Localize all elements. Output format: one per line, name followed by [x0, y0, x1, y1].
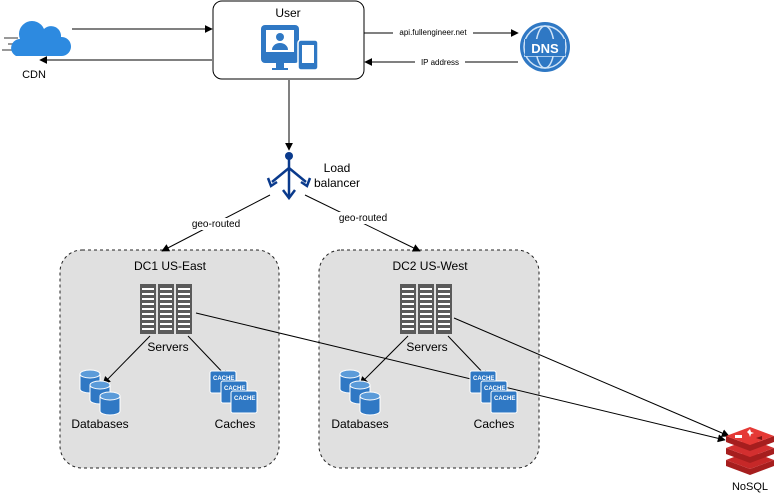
dc2-cache-icon[interactable]: CACHE CACHE CACHE [469, 370, 518, 414]
dc2-databases-label: Databases [331, 417, 388, 431]
dc1-caches-label: Caches [215, 417, 256, 431]
svg-text:CACHE: CACHE [213, 376, 234, 382]
edge-dc1-to-nosql [195, 312, 726, 443]
user-icon [261, 25, 319, 71]
load-balancer-label-line1: Load [324, 161, 351, 175]
edge-label-geo-right: geo-routed [339, 213, 387, 224]
edge-dc2-servers-to-db [359, 335, 409, 385]
load-balancer-icon[interactable] [266, 152, 312, 201]
edge-label-ip: IP address [421, 58, 459, 67]
dc2-caches-label: Caches [474, 417, 515, 431]
edge-label-geo-left: geo-routed [192, 219, 240, 230]
svg-text:CACHE: CACHE [494, 396, 515, 402]
user-label: User [275, 6, 300, 20]
svg-text:CACHE: CACHE [473, 376, 494, 382]
dc1-server-icon[interactable] [140, 284, 192, 334]
load-balancer-label-line2: balancer [314, 176, 360, 190]
dc2-servers-label: Servers [406, 340, 447, 354]
cdn-label: CDN [22, 69, 46, 81]
cdn-cloud-icon[interactable] [2, 21, 72, 57]
svg-text:CACHE: CACHE [484, 386, 505, 392]
svg-text:CACHE: CACHE [234, 396, 255, 402]
dns-globe-icon[interactable]: DNS [520, 22, 570, 72]
dc1-title: DC1 US-East [134, 259, 207, 273]
nosql-redis-icon[interactable] [726, 427, 774, 475]
nosql-label: NoSQL [732, 481, 768, 493]
dc2-title: DC2 US-West [392, 259, 468, 273]
dc1-container [59, 249, 280, 469]
svg-text:CACHE: CACHE [224, 386, 245, 392]
edge-dc1-servers-to-db [102, 335, 151, 385]
dc1-servers-label: Servers [147, 340, 188, 354]
dc1-cache-icon[interactable]: CACHE CACHE CACHE [209, 370, 258, 414]
edge-label-api: api.fullengineer.net [399, 28, 467, 37]
dc1-databases-label: Databases [71, 417, 128, 431]
dc2-server-icon[interactable] [400, 284, 452, 334]
dc2-container [318, 249, 540, 469]
edge-dc2-to-nosql [453, 317, 730, 437]
dns-label: DNS [531, 41, 559, 56]
